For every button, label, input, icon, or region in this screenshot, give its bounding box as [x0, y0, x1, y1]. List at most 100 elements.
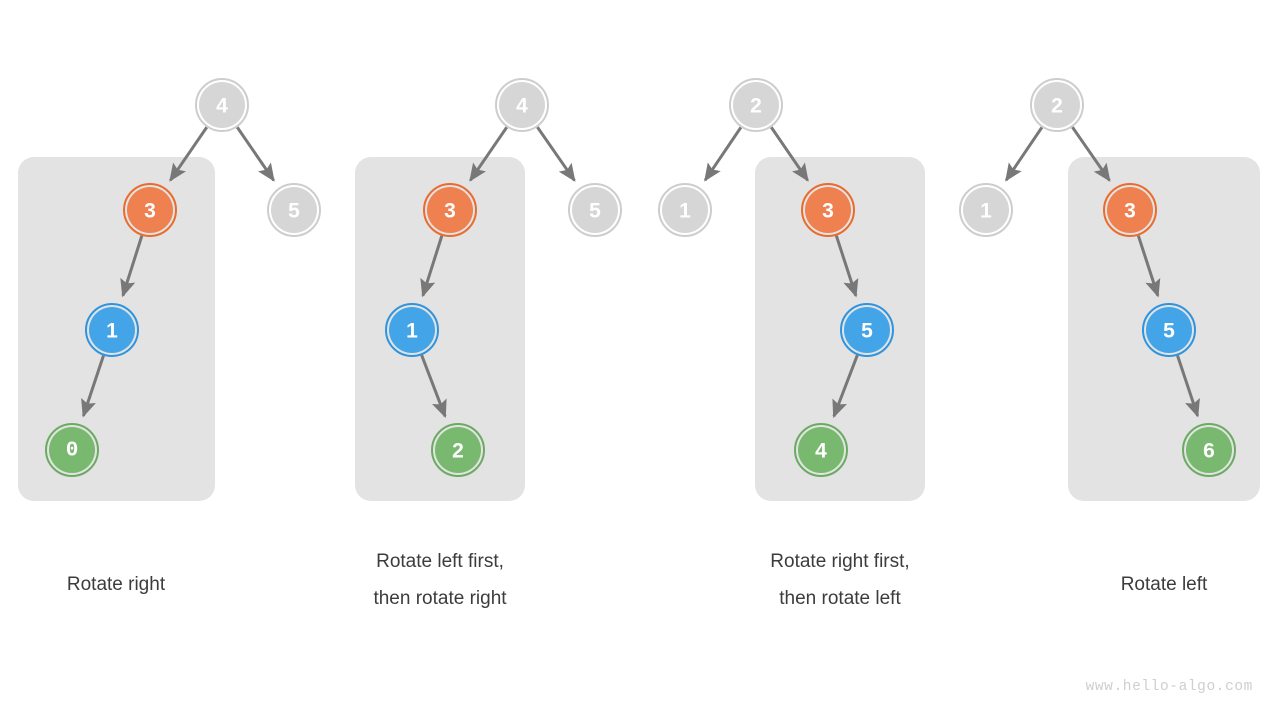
- edge-node-1-to-node-2: [420, 354, 447, 419]
- panel-caption-line: Rotate right first,: [770, 551, 909, 572]
- tree-node-5[interactable]: 5: [840, 303, 894, 357]
- tree-node-1[interactable]: 1: [85, 303, 139, 357]
- panel-caption-line: then rotate left: [779, 588, 901, 609]
- edge-node-3-to-node-1: [120, 235, 144, 298]
- node-fill: [435, 427, 481, 473]
- node-value-label: 5: [861, 320, 873, 343]
- tree-node-2[interactable]: 2: [729, 78, 783, 132]
- node-value-label: 1: [406, 320, 418, 343]
- edge-node-2-to-node-1: [1004, 126, 1044, 182]
- node-value-label: 1: [106, 320, 118, 343]
- tree-node-2[interactable]: 2: [1030, 78, 1084, 132]
- node-value-label: 2: [750, 95, 762, 118]
- tree-node-3[interactable]: 3: [423, 183, 477, 237]
- node-value-label: 5: [1163, 320, 1175, 343]
- subtree-highlight-box: [355, 157, 525, 501]
- node-ring: [840, 303, 894, 357]
- edge-node-2-to-node-3: [770, 126, 809, 182]
- node-fill: [572, 187, 618, 233]
- panel-caption-line: then rotate right: [373, 588, 507, 609]
- node-fill: [271, 187, 317, 233]
- tree-node-4[interactable]: 4: [195, 78, 249, 132]
- tree-node-1[interactable]: 1: [385, 303, 439, 357]
- node-ring: [423, 183, 477, 237]
- node-value-label: 5: [288, 200, 300, 223]
- tree-node-3[interactable]: 3: [123, 183, 177, 237]
- node-value-label: 3: [144, 200, 156, 223]
- node-ring: [801, 183, 855, 237]
- edge-node-3-to-node-5: [834, 235, 859, 298]
- tree-node-5[interactable]: 5: [267, 183, 321, 237]
- tree-node-2[interactable]: 2: [431, 423, 485, 477]
- node-ring: [1103, 183, 1157, 237]
- node-ring: [495, 78, 549, 132]
- node-ring: [959, 183, 1013, 237]
- node-fill: [805, 187, 851, 233]
- node-fill: [1034, 82, 1080, 128]
- tree-node-3[interactable]: 3: [1103, 183, 1157, 237]
- node-ring: [658, 183, 712, 237]
- edge-node-4-to-node-3: [469, 126, 508, 182]
- panel-caption-line: Rotate left first,: [376, 551, 504, 572]
- node-ring: [568, 183, 622, 237]
- tree-node-1[interactable]: 1: [959, 183, 1013, 237]
- tree-node-4[interactable]: 4: [495, 78, 549, 132]
- node-fill: [427, 187, 473, 233]
- node-fill: [1186, 427, 1232, 473]
- edge-node-2-to-node-1: [703, 126, 743, 182]
- node-ring: [729, 78, 783, 132]
- node-fill: [733, 82, 779, 128]
- node-value-label: 3: [822, 200, 834, 223]
- panel-caption-line: Rotate left: [1121, 574, 1208, 595]
- node-value-label: 1: [679, 200, 691, 223]
- tree-node-3[interactable]: 3: [801, 183, 855, 237]
- tree-node-5[interactable]: 5: [1142, 303, 1196, 357]
- node-ring: [123, 183, 177, 237]
- edge-node-4-to-node-5: [536, 126, 576, 182]
- tree-node-5[interactable]: 5: [568, 183, 622, 237]
- node-value-label: 3: [444, 200, 456, 223]
- edge-node-3-to-node-5: [1136, 235, 1161, 298]
- node-ring: [1142, 303, 1196, 357]
- node-value-label: 0: [66, 440, 79, 463]
- node-value-label: 1: [980, 200, 992, 223]
- tree-node-6[interactable]: 6: [1182, 423, 1236, 477]
- node-fill: [1107, 187, 1153, 233]
- node-value-label: 2: [1051, 95, 1063, 118]
- tree-node-4[interactable]: 4: [794, 423, 848, 477]
- tree-node-1[interactable]: 1: [658, 183, 712, 237]
- node-fill: [49, 427, 95, 473]
- node-fill: [389, 307, 435, 353]
- edge-node-1-to-node-0: [81, 355, 105, 418]
- node-value-label: 4: [216, 95, 228, 118]
- node-ring: [195, 78, 249, 132]
- node-fill: [844, 307, 890, 353]
- edge-node-5-to-node-6: [1176, 355, 1200, 418]
- node-fill: [963, 187, 1009, 233]
- edge-node-5-to-node-4: [832, 354, 859, 419]
- node-ring: [385, 303, 439, 357]
- edge-node-2-to-node-3: [1071, 126, 1111, 182]
- node-ring: [1030, 78, 1084, 132]
- edge-node-4-to-node-3: [169, 126, 208, 182]
- node-fill: [199, 82, 245, 128]
- node-fill: [127, 187, 173, 233]
- node-value-label: 3: [1124, 200, 1136, 223]
- tree-node-0[interactable]: 0: [45, 423, 99, 477]
- node-value-label: 2: [452, 440, 464, 463]
- node-value-label: 4: [516, 95, 528, 118]
- node-fill: [798, 427, 844, 473]
- node-fill: [499, 82, 545, 128]
- node-ring: [267, 183, 321, 237]
- node-value-label: 5: [589, 200, 601, 223]
- edge-node-4-to-node-5: [236, 126, 275, 182]
- panel-caption-line: Rotate right: [67, 574, 166, 595]
- node-value-label: 4: [815, 440, 827, 463]
